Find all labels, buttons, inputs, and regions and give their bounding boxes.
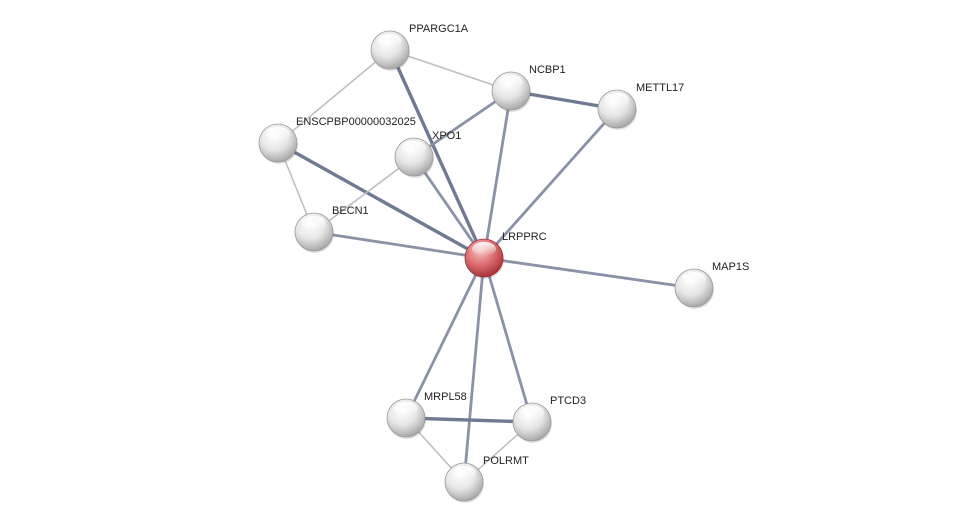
edge-lrpprc-map1s[interactable] [482,256,696,290]
node-label: ENSCPBP00000032025 [296,116,416,128]
node-highlight-gloss [378,34,402,48]
node-ncbp1[interactable]: NCBP1 [491,64,566,112]
node-label: METTL17 [636,82,684,94]
node-lrpprc[interactable]: LRPPRC [464,231,547,279]
edge-xpo1-becn1[interactable] [313,156,415,233]
edge-ppargc1a-lrpprc[interactable] [388,48,486,260]
edge-xpo1-lrpprc[interactable] [412,155,486,260]
node-label: MAP1S [712,261,749,273]
node-label: LRPPRC [502,231,547,243]
node-label: NCBP1 [529,64,566,76]
node-highlight-gloss [452,466,476,480]
nodes-layer: PPARGC1A NCBP1METTL17ENSCPBP00000032025XP… [258,23,749,503]
node-label: PPARGC1A [409,23,469,35]
node-mrpl58[interactable]: MRPL58 [386,391,467,439]
node-highlight-gloss [394,402,418,416]
node-highlight-gloss [472,242,496,256]
edge-ppargc1a-enscpbp00000032025[interactable] [277,49,391,144]
edge-enscpbp00000032025-lrpprc[interactable] [276,141,486,260]
edge-lrpprc-mrpl58[interactable] [404,256,486,420]
node-highlight-gloss [605,93,629,107]
node-highlight-gloss [499,75,523,89]
node-label: BECN1 [332,205,369,217]
node-label: MRPL58 [424,391,467,403]
node-mettl17[interactable]: METTL17 [597,82,684,130]
node-highlight-gloss [520,406,544,420]
node-highlight-gloss [266,127,290,141]
node-ptcd3[interactable]: PTCD3 [512,395,586,443]
node-polrmt[interactable]: POLRMT [444,455,529,503]
edge-ncbp1-lrpprc[interactable] [482,89,513,260]
edges-layer [276,48,696,484]
node-xpo1[interactable]: XPO1 [394,130,461,178]
node-label: POLRMT [483,455,529,467]
edge-mettl17-lrpprc[interactable] [482,107,619,260]
edge-lrpprc-ptcd3[interactable] [482,256,534,424]
edge-lrpprc-polrmt[interactable] [462,256,486,484]
node-highlight-gloss [402,141,426,155]
node-highlight-gloss [682,272,706,286]
node-ppargc1a[interactable]: PPARGC1A [370,23,469,71]
node-highlight-gloss [302,216,326,230]
node-label: XPO1 [432,130,461,142]
node-map1s[interactable]: MAP1S [674,261,749,309]
edge-ncbp1-xpo1[interactable] [412,89,513,159]
edge-mrpl58-ptcd3[interactable] [404,416,534,424]
edge-becn1-lrpprc[interactable] [312,230,486,260]
node-label: PTCD3 [550,395,586,407]
edge-ppargc1a-ncbp1[interactable] [389,49,512,92]
node-becn1[interactable]: BECN1 [294,205,369,253]
node-enscpbp00000032025[interactable]: ENSCPBP00000032025 [258,116,416,164]
